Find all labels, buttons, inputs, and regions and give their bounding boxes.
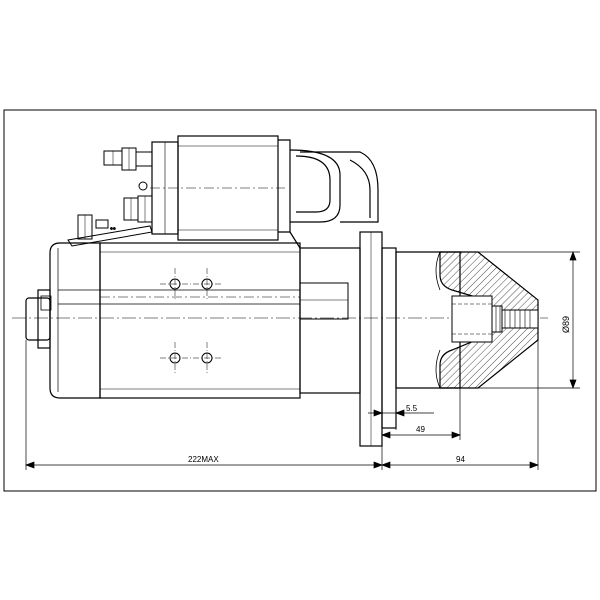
dimension-flange-to-pinion: [381, 388, 461, 440]
dimension-nose-length-label: 94: [456, 455, 465, 464]
dimension-flange-offset: [368, 408, 434, 446]
dimension-nose-length: [381, 330, 539, 470]
dimension-overall-length-label: 222MAX: [188, 455, 219, 464]
rear-end-cap: [25, 242, 101, 399]
svg-text:◦◦: ◦◦: [110, 224, 116, 233]
solenoid: [150, 135, 379, 249]
dimension-overall-length: [25, 340, 383, 470]
yoke-housing: [58, 242, 361, 399]
drawing-frame: [3, 109, 597, 492]
dimension-diameter-label: Ø89: [561, 316, 571, 333]
drive-end-housing: [395, 251, 539, 389]
dimension-flange-to-pinion-label: 49: [416, 425, 425, 434]
pole-screws: [160, 268, 222, 374]
dimension-diameter: [478, 251, 580, 389]
solenoid-terminals: [103, 147, 153, 223]
dimension-flange-offset-label: 5.5: [406, 404, 418, 413]
pinion-shaft: [451, 295, 539, 343]
terminal-strap: ◦◦: [67, 214, 153, 247]
